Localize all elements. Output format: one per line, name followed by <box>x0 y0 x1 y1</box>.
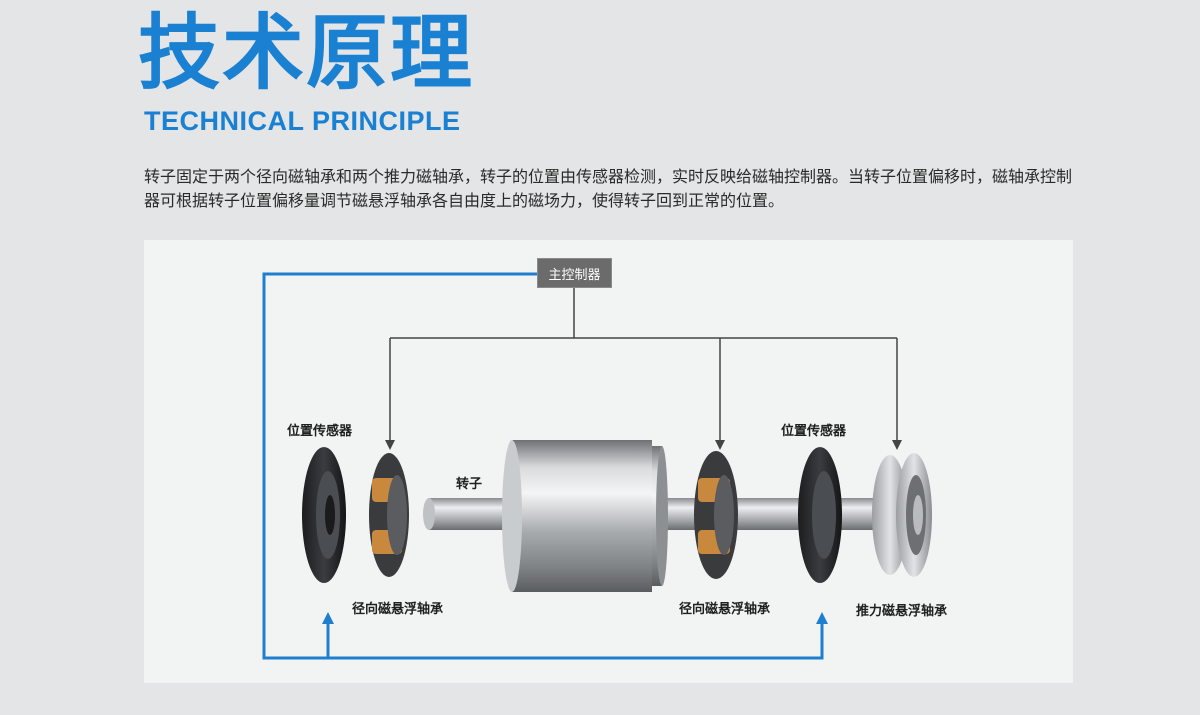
label-right-position-sensor: 位置传感器 <box>781 424 847 439</box>
arrow-down-icon <box>892 440 902 450</box>
page-title: 技术原理 <box>138 6 475 101</box>
label-rotor: 转子 <box>456 477 483 492</box>
right-radial-bearing <box>694 451 738 579</box>
label-left-radial-bearing: 径向磁悬浮轴承 <box>352 602 444 617</box>
arrow-up-icon <box>322 612 334 624</box>
arrow-down-icon <box>385 440 395 450</box>
thrust-bearing <box>872 453 932 577</box>
main-controller-box: 主控制器 <box>537 258 612 288</box>
control-lines <box>389 288 898 442</box>
label-thrust-bearing: 推力磁悬浮轴承 <box>856 604 948 619</box>
left-position-sensor <box>302 447 346 583</box>
rotor-cylinder <box>502 440 668 592</box>
shaft-end <box>423 498 435 530</box>
feedback-loop <box>262 272 824 660</box>
arrow-down-icon <box>715 440 725 450</box>
page-subtitle: TECHNICAL PRINCIPLE <box>144 106 461 136</box>
right-position-sensor <box>798 447 842 583</box>
diagram-graphics <box>262 272 932 660</box>
principle-diagram: 主控制器 位置传感器 位置传感器 转子 径向磁悬浮轴承 径向磁悬浮轴承 推力磁悬… <box>144 240 1073 683</box>
arrow-up-icon <box>816 612 828 624</box>
principle-description: 转子固定于两个径向磁轴承和两个推力磁轴承，转子的位置由传感器检测，实时反映给磁轴… <box>144 167 1073 210</box>
left-radial-bearing <box>369 453 409 577</box>
label-right-radial-bearing: 径向磁悬浮轴承 <box>679 602 771 617</box>
label-left-position-sensor: 位置传感器 <box>287 424 353 439</box>
